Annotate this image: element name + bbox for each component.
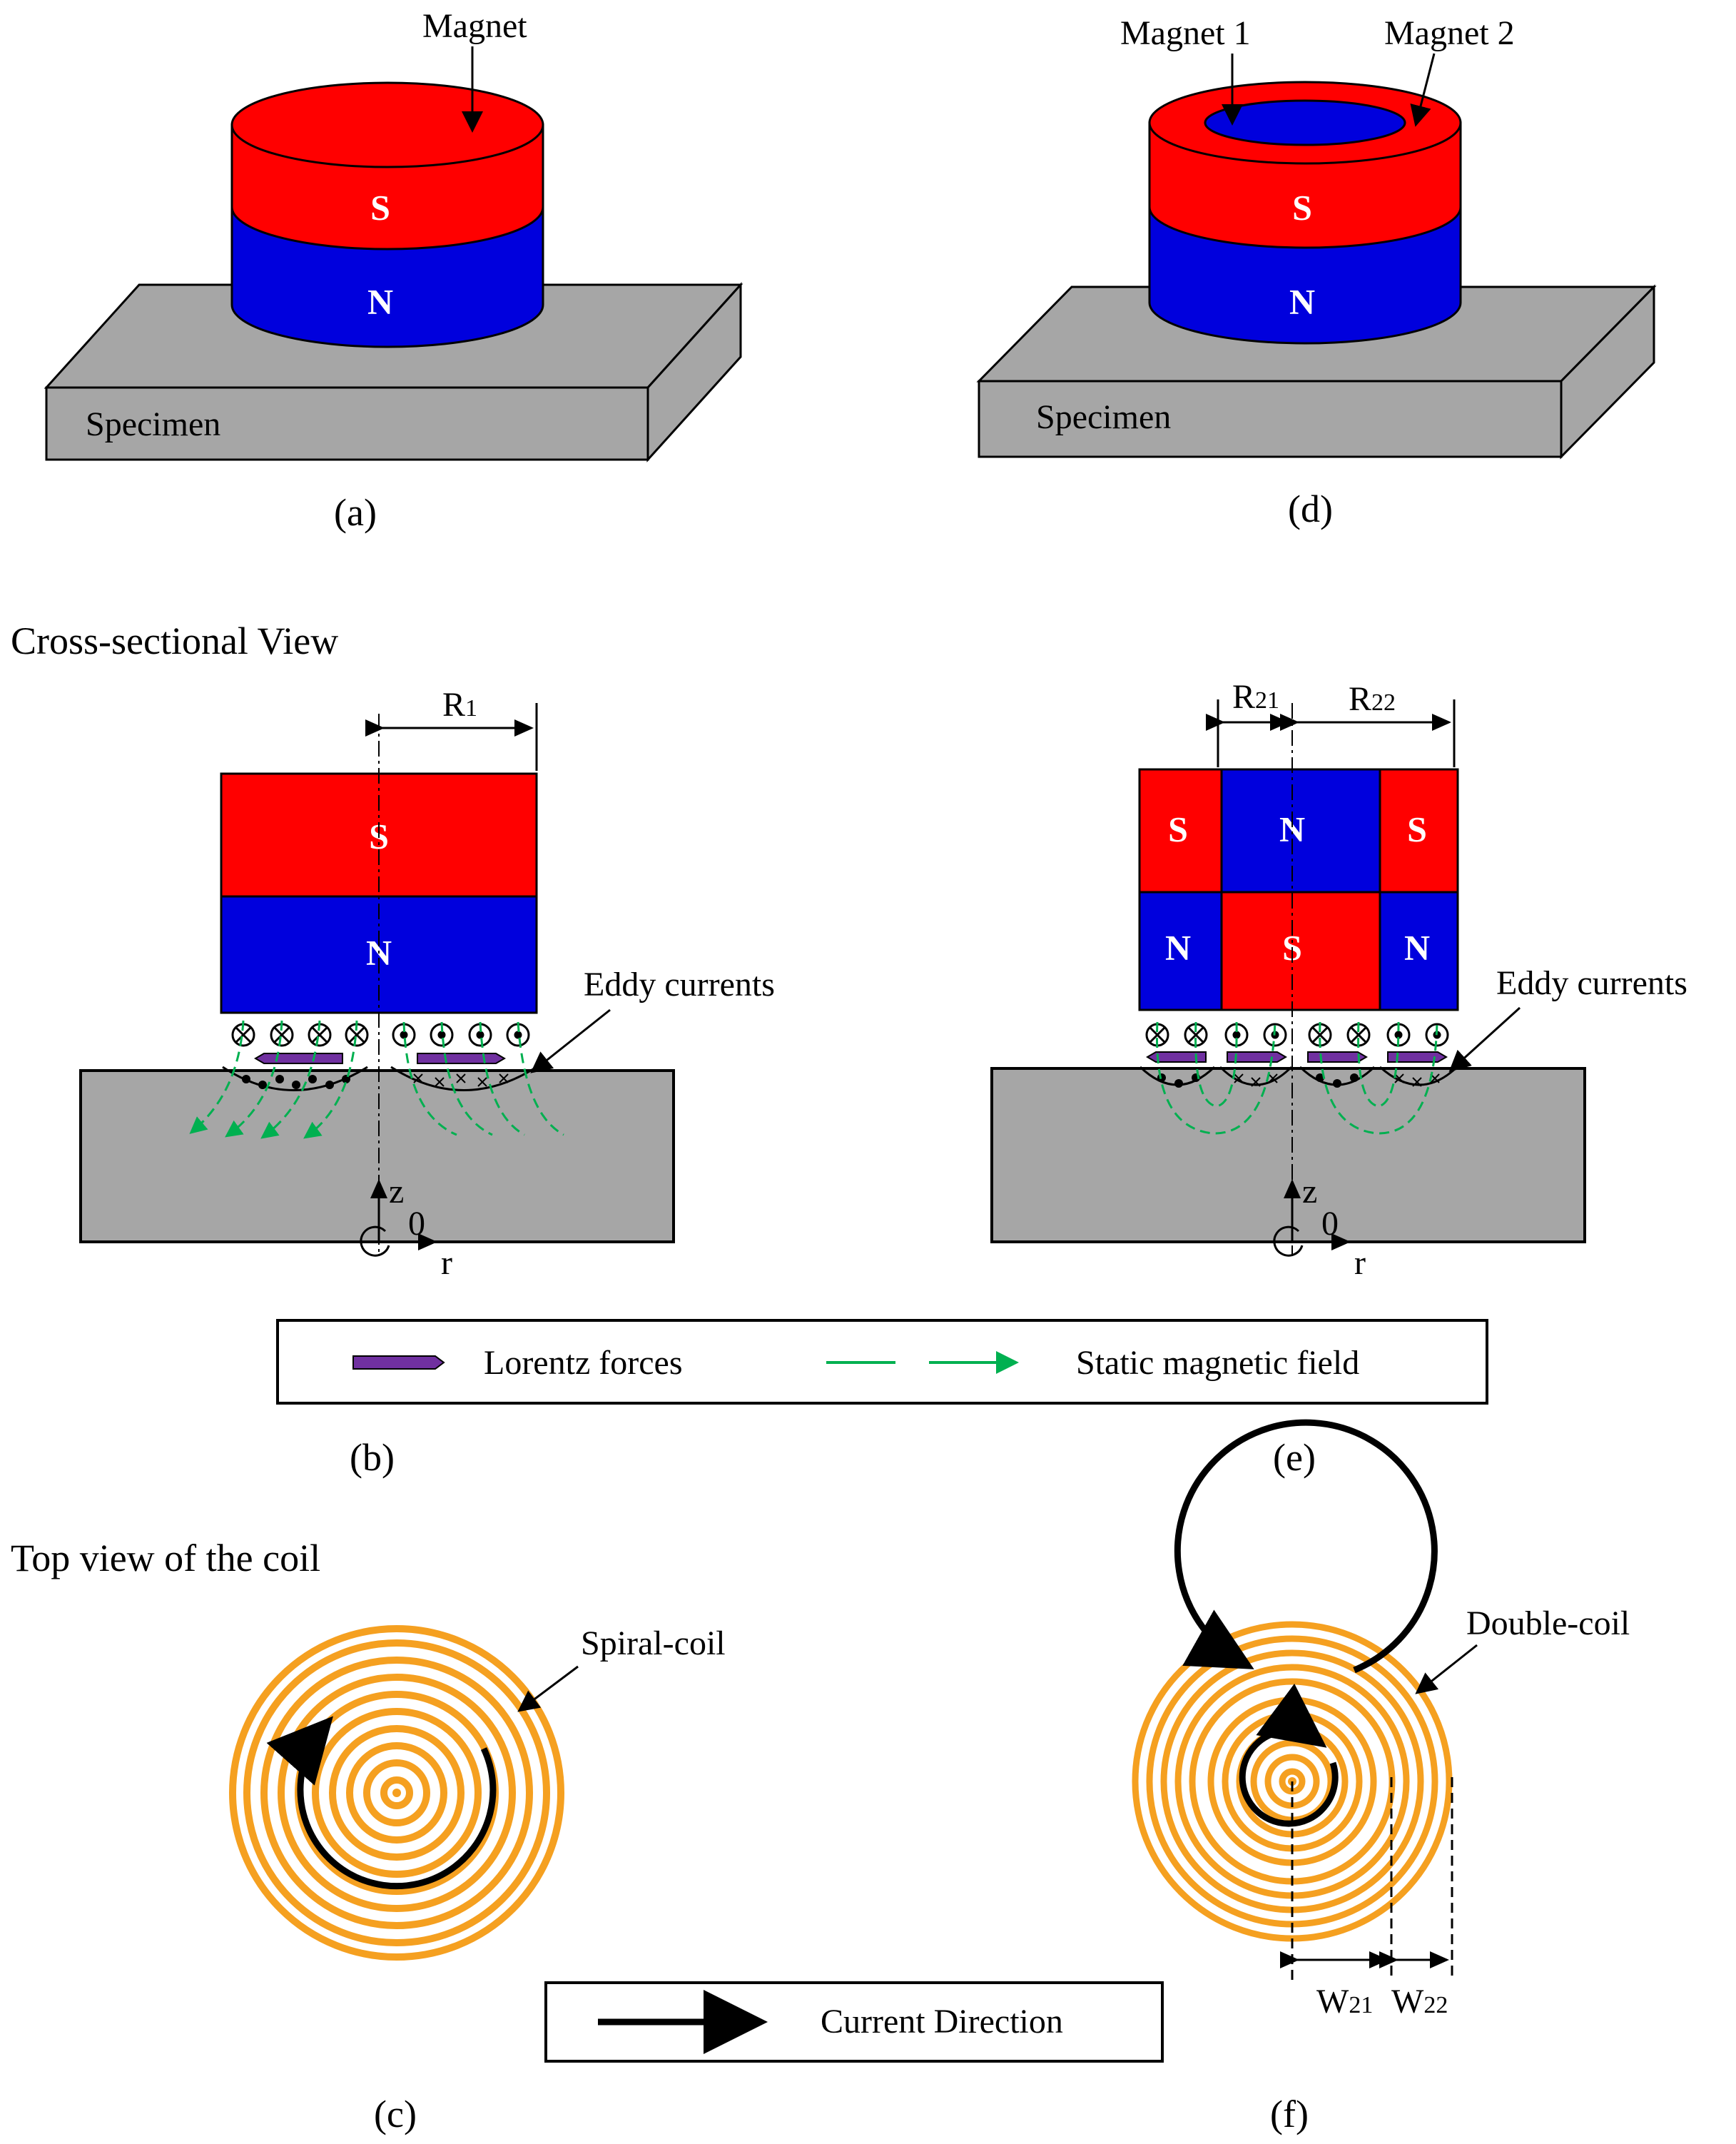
legend-current-label: Current Direction: [821, 2003, 1063, 2041]
pole-label-s: S: [370, 187, 390, 227]
panel-a: S N Magnet Specimen (a): [44, 7, 743, 534]
pole-label-n: N: [367, 281, 393, 321]
caption-c: (c): [374, 2093, 417, 2135]
panel-e: S N S N S N R21 R22: [990, 678, 1687, 1479]
eddy-crosses: [1234, 1073, 1440, 1087]
panel-c: Spiral-coil (c): [229, 1624, 726, 2135]
eddy-current-region-right: [390, 1066, 537, 1091]
spiral-coil-label: Spiral-coil: [581, 1624, 726, 1662]
legend-current: Current Direction: [544, 1981, 1164, 2063]
specimen-section: [79, 1069, 675, 1243]
lorentz-force-arrow-right: [417, 1053, 506, 1064]
eddy-currents-label: Eddy currents: [1496, 964, 1687, 1002]
caption-f: (f): [1270, 2093, 1309, 2135]
eddy-pointer-arrow: [1448, 1006, 1521, 1073]
coil-conductors-in: [231, 1023, 369, 1047]
specimen-plate-front: [978, 380, 1563, 458]
pole-label: S: [1407, 809, 1427, 849]
coil-pointer-arrow: [1415, 1644, 1478, 1694]
coil-conductors-in: [1145, 1023, 1371, 1047]
legend-lorentz-field: Lorentz forces Static magnetic field: [276, 1319, 1488, 1405]
section-title-top: Top view of the coil: [11, 1537, 320, 1579]
legend-lorentz-label: Lorentz forces: [484, 1344, 683, 1382]
eddy-pointer-arrow: [530, 1008, 611, 1073]
panel-d: S N Magnet 1 Magnet 2 Specimen (d): [976, 14, 1657, 530]
legend-field-label: Static magnetic field: [1076, 1344, 1359, 1382]
specimen-section: [990, 1067, 1586, 1243]
legend-lorentz-arrow: [352, 1355, 445, 1370]
pole-label: N: [1404, 927, 1430, 967]
eddy-dots: [242, 1075, 350, 1089]
caption-d: (d): [1288, 487, 1333, 530]
eddy-dots: [1157, 1073, 1359, 1088]
axis-origin-label: 0: [1321, 1205, 1339, 1243]
caption-a: (a): [334, 491, 377, 534]
r21-label: R21: [1232, 678, 1279, 716]
lorentz-force-arrow-left: [254, 1053, 343, 1064]
magnet-label: Magnet: [422, 7, 527, 45]
pole-label-s: S: [1292, 187, 1312, 227]
panel-b: S N R1: [79, 686, 775, 1479]
w21-label: W21: [1316, 1983, 1373, 2021]
pole-label: S: [1168, 809, 1188, 849]
outer-current-arrow: [1174, 1419, 1438, 1674]
double-coil-label: Double-coil: [1466, 1604, 1630, 1642]
outer-magnet-right-bottom: [1379, 891, 1459, 1011]
magnet-2-pointer-arrow: [1410, 53, 1436, 127]
inner-current-arrow: [1239, 1684, 1339, 1827]
pole-label: N: [1165, 927, 1191, 967]
coil-conductors-out: [1224, 1023, 1449, 1047]
eddy-currents-label: Eddy currents: [584, 966, 775, 1003]
magnet-1-top-face: [1204, 99, 1406, 146]
panel-f: Double-coil W21 W22 (f): [1132, 1419, 1630, 2135]
specimen-plate-front: [45, 386, 649, 461]
current-direction-arrow: [266, 1716, 497, 1890]
caption-e: (e): [1273, 1436, 1316, 1479]
axis-z-label: z: [389, 1173, 404, 1210]
coil-center: [392, 1789, 401, 1797]
r22-label: R22: [1349, 680, 1396, 718]
coil-conductors-out: [392, 1023, 530, 1047]
caption-b: (b): [350, 1436, 395, 1479]
eddy-crosses: [413, 1073, 509, 1087]
section-title-cross: Cross-sectional View: [11, 620, 338, 662]
static-field-lines: [189, 1020, 564, 1139]
lorentz-force-arrow: [1146, 1051, 1207, 1063]
rotation-symbol: [1273, 1225, 1304, 1257]
magnet-top-face: [230, 81, 544, 168]
lorentz-force-arrow: [1307, 1051, 1368, 1063]
w22-label: W22: [1391, 1983, 1448, 2021]
rotation-symbol: [360, 1225, 390, 1257]
pole-label-n: N: [1289, 281, 1315, 321]
axis-r-label: r: [441, 1244, 452, 1282]
specimen-label: Specimen: [1036, 398, 1171, 436]
specimen-label: Specimen: [86, 405, 220, 443]
static-field-lines: [1155, 1021, 1438, 1135]
coil-pointer-arrow: [517, 1665, 579, 1712]
magnet-2-label: Magnet 2: [1384, 14, 1515, 52]
axis-origin-label: 0: [408, 1205, 425, 1243]
outer-magnet-left-top: [1138, 768, 1223, 894]
axis-z-label: z: [1302, 1173, 1317, 1210]
axis-r-label: r: [1354, 1244, 1366, 1282]
magnet-1-label: Magnet 1: [1120, 14, 1251, 52]
lorentz-force-arrow: [1387, 1051, 1448, 1063]
r1-label: R1: [442, 686, 477, 724]
